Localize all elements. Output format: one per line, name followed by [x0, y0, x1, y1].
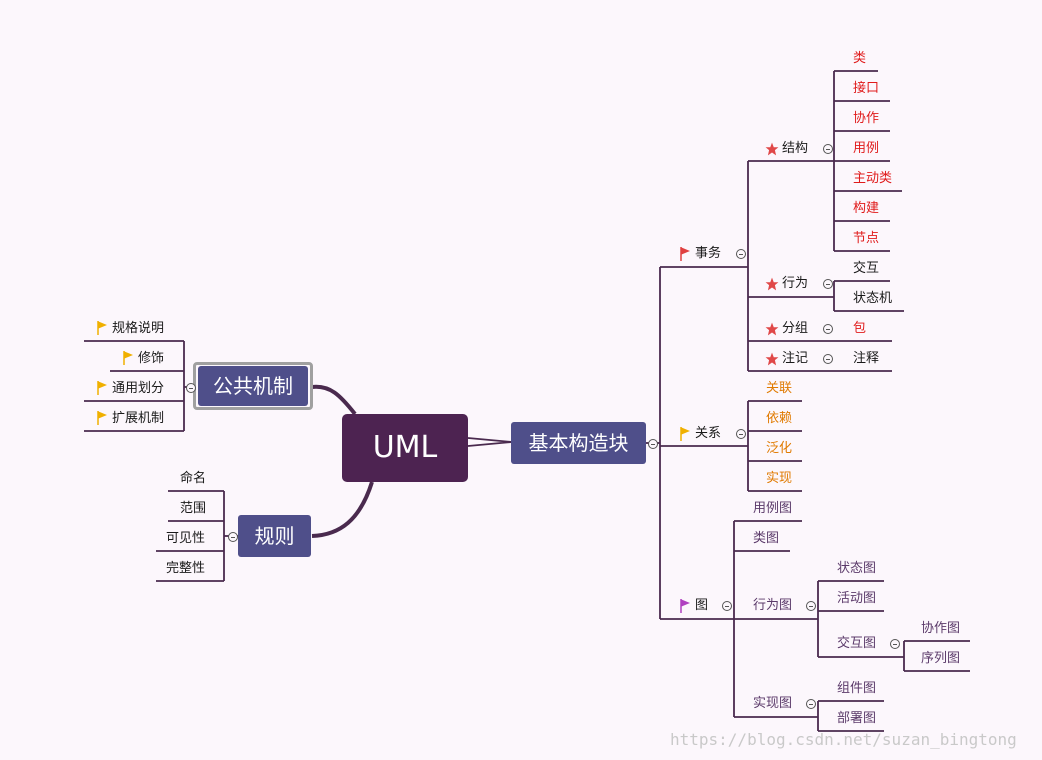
- leaf-activity-diagram[interactable]: 活动图: [837, 591, 877, 606]
- star-icon: [765, 277, 779, 291]
- leaf-collaboration-diagram[interactable]: 协作图: [921, 621, 961, 636]
- leaf-usecase[interactable]: 用例: [853, 141, 880, 156]
- collapse-toggle[interactable]: [736, 429, 746, 439]
- node-annotation[interactable]: 注记: [782, 351, 809, 366]
- leaf-deployment-diagram[interactable]: 部署图: [837, 711, 877, 726]
- flag-red-icon: [680, 247, 690, 261]
- star-icon: [765, 142, 779, 156]
- leaf-usecase-diagram[interactable]: 用例图: [753, 501, 793, 516]
- collapse-toggle[interactable]: [823, 324, 833, 334]
- leaf-integrity[interactable]: 完整性: [166, 561, 206, 576]
- leaf-generalization[interactable]: 泛化: [766, 441, 793, 456]
- leaf-package[interactable]: 包: [853, 321, 867, 336]
- node-structural[interactable]: 结构: [782, 141, 809, 156]
- leaf-association[interactable]: 关联: [766, 381, 793, 396]
- flag-yellow-icon: [97, 411, 107, 425]
- leaf-component[interactable]: 构建: [853, 201, 880, 216]
- topic-common-mechanisms[interactable]: 公共机制: [198, 366, 308, 406]
- star-icon: [765, 322, 779, 336]
- leaf-dependency[interactable]: 依赖: [766, 411, 793, 426]
- leaf-sequence-diagram[interactable]: 序列图: [921, 651, 961, 666]
- leaf-scope[interactable]: 范围: [180, 501, 207, 516]
- leaf-node[interactable]: 节点: [853, 231, 880, 246]
- topic-rules[interactable]: 规则: [238, 515, 311, 557]
- star-icon: [765, 352, 779, 366]
- collapse-toggle[interactable]: [823, 279, 833, 289]
- collapse-toggle[interactable]: [823, 144, 833, 154]
- node-diagrams[interactable]: 图: [695, 598, 709, 613]
- collapse-toggle[interactable]: [722, 601, 732, 611]
- leaf-specification[interactable]: 规格说明: [112, 321, 165, 336]
- leaf-class[interactable]: 类: [853, 51, 867, 66]
- leaf-realization[interactable]: 实现: [766, 471, 793, 486]
- flag-purple-icon: [680, 599, 690, 613]
- leaf-visibility[interactable]: 可见性: [166, 531, 206, 546]
- collapse-toggle[interactable]: [648, 439, 658, 449]
- node-interaction-diagram[interactable]: 交互图: [837, 636, 877, 651]
- leaf-interface[interactable]: 接口: [853, 81, 880, 96]
- leaf-extensibility[interactable]: 扩展机制: [112, 411, 165, 426]
- leaf-state-diagram[interactable]: 状态图: [837, 561, 877, 576]
- watermark: https://blog.csdn.net/suzan_bingtong: [670, 730, 1017, 749]
- leaf-state-machine[interactable]: 状态机: [853, 291, 893, 306]
- root-topic[interactable]: UML: [342, 414, 468, 482]
- node-behavior-diagram[interactable]: 行为图: [753, 598, 793, 613]
- collapse-toggle[interactable]: [890, 639, 900, 649]
- collapse-toggle[interactable]: [228, 532, 238, 542]
- leaf-active-class[interactable]: 主动类: [853, 171, 893, 186]
- leaf-note[interactable]: 注释: [853, 351, 880, 366]
- collapse-toggle[interactable]: [806, 601, 816, 611]
- leaf-common-division[interactable]: 通用划分: [112, 381, 165, 396]
- leaf-class-diagram[interactable]: 类图: [753, 531, 780, 546]
- collapse-toggle[interactable]: [806, 699, 816, 709]
- node-things[interactable]: 事务: [695, 246, 722, 261]
- leaf-component-diagram[interactable]: 组件图: [837, 681, 877, 696]
- node-grouping[interactable]: 分组: [782, 321, 809, 336]
- leaf-naming[interactable]: 命名: [180, 471, 207, 486]
- flag-yellow-icon: [123, 351, 133, 365]
- collapse-toggle[interactable]: [736, 249, 746, 259]
- leaf-adornment[interactable]: 修饰: [138, 351, 165, 366]
- collapse-toggle[interactable]: [823, 354, 833, 364]
- node-behavioral[interactable]: 行为: [782, 276, 809, 291]
- collapse-toggle[interactable]: [186, 383, 196, 393]
- leaf-collaboration[interactable]: 协作: [853, 111, 880, 126]
- flag-yellow-icon: [680, 427, 690, 441]
- topic-building-blocks[interactable]: 基本构造块: [511, 422, 646, 464]
- flag-yellow-icon: [97, 321, 107, 335]
- node-implementation-diagram[interactable]: 实现图: [753, 696, 793, 711]
- leaf-interaction[interactable]: 交互: [853, 261, 880, 276]
- flag-yellow-icon: [97, 381, 107, 395]
- node-relations[interactable]: 关系: [695, 426, 722, 441]
